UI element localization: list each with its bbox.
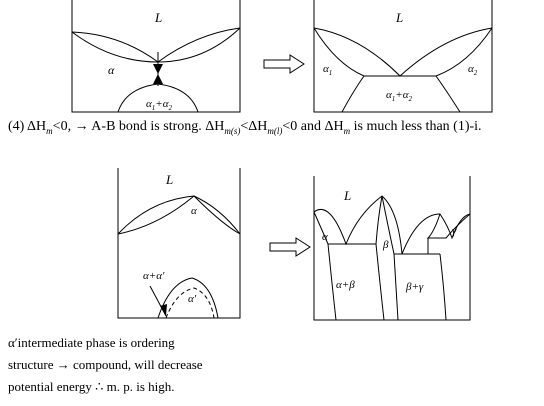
label-alpha-prime: α′ <box>188 293 197 305</box>
liquidus-curve <box>71 27 241 63</box>
diagram-bottom-left: L α α+α′ α′ <box>117 168 241 319</box>
diagram-top-right: L α1 α2 α1+α2 <box>313 0 493 113</box>
label-alpha-beta: α+β <box>336 279 355 291</box>
label-alpha: α <box>108 63 115 77</box>
hollow-arrow-icon-top <box>263 54 305 74</box>
solvus-gamma <box>439 253 447 321</box>
text-part: is much less than (1)-i. <box>350 119 482 134</box>
liquidus-curve <box>117 195 241 235</box>
label-alpha1: α1 <box>323 63 332 77</box>
ordering-dome <box>157 277 219 319</box>
arrow-down-head <box>153 64 163 74</box>
solidus-curve <box>117 195 241 235</box>
solvus-alpha <box>327 243 337 321</box>
frame <box>71 0 241 113</box>
condition-text: (4) ΔHm<0, → A-B bond is strong. ΔHm(s)<… <box>8 119 482 136</box>
solvus-left <box>341 75 365 113</box>
solvus-right <box>435 75 461 113</box>
label-L: L <box>165 172 173 187</box>
frame <box>117 168 241 319</box>
beta-right-boundary <box>381 195 395 255</box>
pointer-head <box>160 304 167 316</box>
frame <box>313 0 493 113</box>
note-line-3: potential energy ∴ m. p. is high. <box>8 379 175 394</box>
liquidus-curve <box>313 27 493 77</box>
arrow-up-head <box>153 74 163 84</box>
solvus-beta-left <box>375 243 385 321</box>
text-part: (4) ΔH <box>8 119 47 134</box>
text-part: <ΔH <box>240 119 268 134</box>
label-beta: β <box>382 239 389 251</box>
label-alpha2: α2 <box>468 63 478 77</box>
note-line-1: α′intermediate phase is ordering <box>8 335 175 350</box>
label-L: L <box>343 188 351 203</box>
diagram-top-left: L α α1+α2 <box>71 0 241 113</box>
frame <box>313 176 471 321</box>
solidus-curve <box>313 27 493 77</box>
solvus-beta-right <box>393 253 399 321</box>
note-line-2: structure → compound, will decrease <box>8 357 203 372</box>
label-alpha-mix: α1+α2 <box>146 98 172 112</box>
subscript: m <box>46 125 53 136</box>
text-part: <0, → A-B bond is strong. ΔH <box>52 119 225 134</box>
subscript: m <box>343 125 351 136</box>
label-gamma: γ <box>452 225 457 237</box>
label-alpha: α <box>322 231 328 243</box>
label-alpha-mix: α1+α2 <box>386 89 412 103</box>
subscript: m(l) <box>267 125 283 136</box>
solidus-left <box>313 195 383 245</box>
text-part: <0 and ΔH <box>282 119 344 134</box>
label-alpha: α <box>191 205 197 217</box>
label-alpha-plus-alpha-prime: α+α′ <box>143 270 165 282</box>
subscript: m(s) <box>224 125 241 136</box>
label-beta-gamma: β+γ <box>405 281 424 293</box>
diagram-bottom-right: L α β γ α+β β+γ <box>313 176 471 321</box>
label-L: L <box>154 10 162 25</box>
hollow-arrow-icon-bottom <box>269 237 311 257</box>
ordered-phase-dashed <box>165 287 215 319</box>
label-L: L <box>395 10 403 25</box>
gamma-region <box>426 213 471 239</box>
